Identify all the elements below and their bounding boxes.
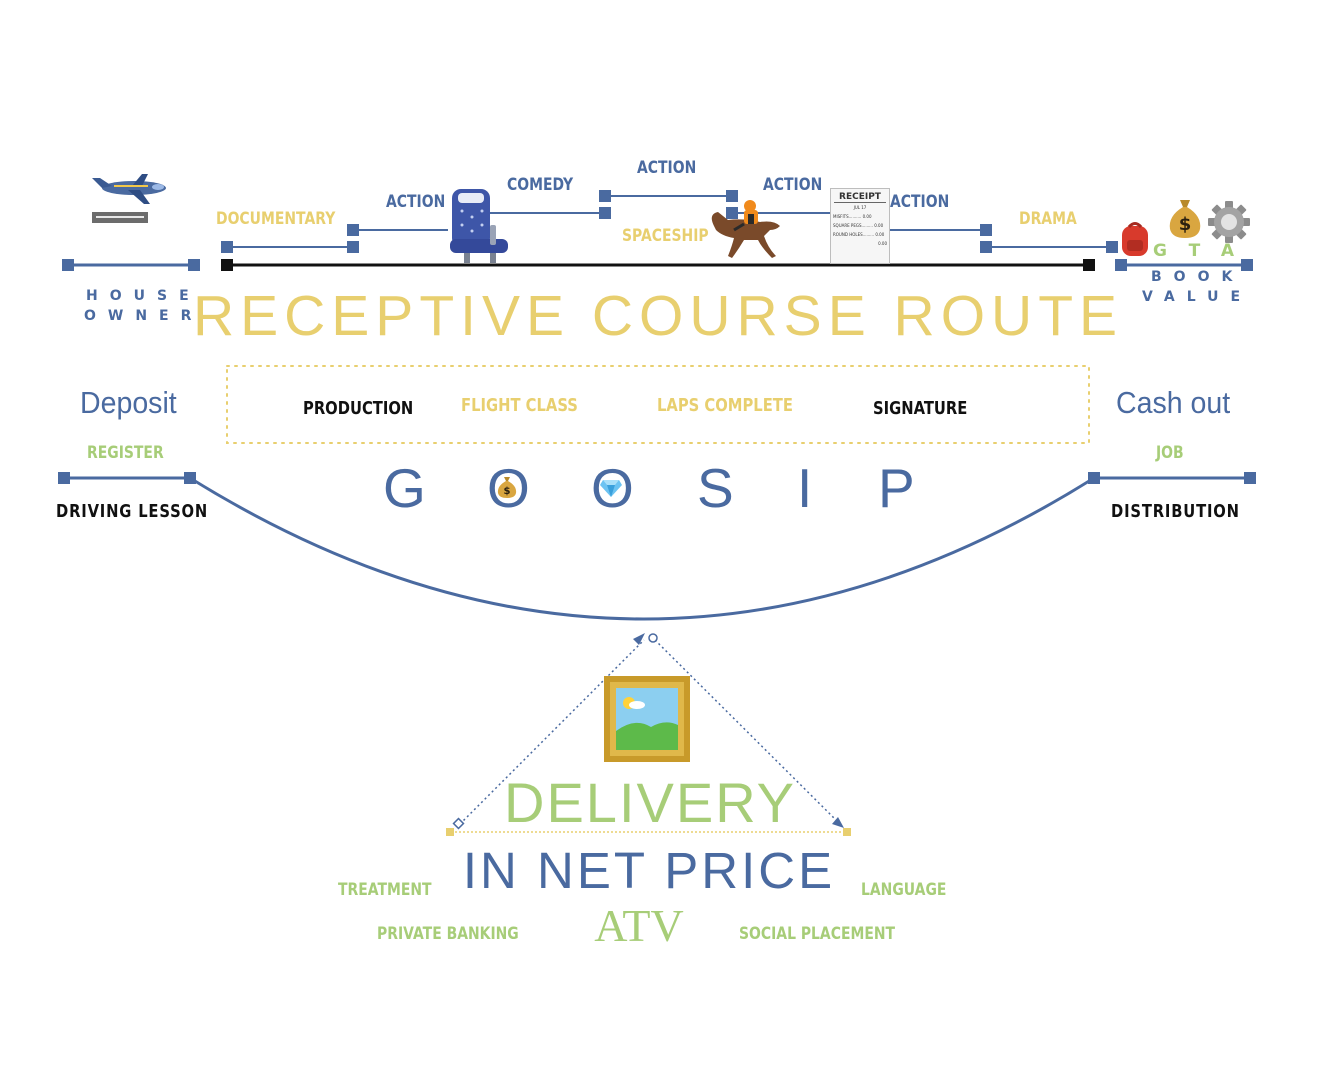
receipt-date: JUL 17 — [853, 205, 867, 210]
svg-text:$: $ — [1179, 214, 1192, 235]
step-label-action-1: ACTION — [386, 192, 446, 212]
delivery-triangle — [446, 633, 851, 836]
spaceship-label: SPACESHIP — [622, 226, 709, 246]
receipt-line-4: 0.00 — [878, 241, 887, 246]
step-connector-drama — [980, 241, 1118, 253]
middle-dotted-box — [226, 365, 1090, 444]
seat-icon — [450, 189, 508, 263]
step-label-action-4: ACTION — [890, 192, 950, 212]
receipt-line-1: MISFITS.......... 0.00 — [833, 214, 872, 219]
deposit-title: Deposit — [80, 385, 177, 420]
step-label-documentary: DOCUMENTARY — [216, 209, 336, 229]
receipt-heading: RECEIPT — [834, 192, 886, 203]
private-banking-label: PRIVATE BANKING — [377, 924, 519, 944]
airplane-icon — [92, 174, 166, 223]
box-item-flight-class: FLIGHT CLASS — [461, 395, 578, 416]
goosip-money-bag-icon: $ — [497, 477, 517, 498]
job-label: JOB — [1156, 443, 1184, 463]
distribution-label: DISTRIBUTION — [1111, 501, 1240, 522]
goosip-gem-icon — [600, 480, 622, 497]
step-label-action-2: ACTION — [637, 158, 697, 178]
box-item-signature: SIGNATURE — [873, 398, 968, 419]
goosip-letter-p: P — [878, 457, 915, 519]
right-side-connector — [1088, 472, 1256, 484]
horse-racing-icon — [711, 200, 780, 258]
backpack-icon — [1122, 222, 1148, 256]
in-net-price-title: IN NET PRICE — [462, 842, 836, 899]
driving-lesson-label: DRIVING LESSON — [56, 501, 209, 522]
gear-icon — [1208, 201, 1250, 243]
main-route-line — [221, 259, 1095, 271]
step-connector-action-1 — [347, 224, 448, 236]
bottom-arc — [189, 476, 1095, 621]
language-label: LANGUAGE — [861, 880, 947, 900]
book-value-line-1: BOOK — [1151, 269, 1245, 285]
step-label-drama: DRAMA — [1019, 209, 1077, 229]
money-bag-icon: $ — [1169, 200, 1201, 238]
step-connector-documentary — [221, 241, 359, 253]
goosip-letter-i: I — [797, 457, 813, 519]
atv-label: ATV — [594, 900, 684, 951]
goosip-letter-s: S — [697, 457, 734, 519]
step-connector-action-2 — [599, 190, 738, 202]
step-connector-comedy — [488, 207, 611, 219]
treatment-label: TREATMENT — [338, 880, 432, 900]
receipt-line-2: SQUARE PEGS......... 0.00 — [833, 223, 884, 228]
book-value-connector — [1115, 259, 1253, 271]
social-placement-label: SOCIAL PLACEMENT — [739, 924, 896, 944]
house-owner-line-2: OWNER — [84, 308, 204, 324]
framed-picture-icon — [604, 676, 690, 762]
step-connector-action-4 — [888, 224, 992, 236]
receipt-line-3: ROUND HOLES......... 0.00 — [833, 232, 885, 237]
goosip-letter-g: G — [383, 457, 426, 519]
receipt-icon: RECEIPT JUL 17 MISFITS.......... 0.00 SQ… — [830, 188, 890, 264]
svg-text:$: $ — [504, 486, 511, 497]
gta-label: GTA — [1153, 241, 1257, 261]
house-owner-line-1: HOUSE — [86, 288, 201, 304]
cash-out-title: Cash out — [1116, 385, 1231, 420]
route-title: RECEPTIVE COURSE ROUTE — [192, 284, 1124, 348]
step-label-action-3: ACTION — [763, 175, 823, 195]
book-value-line-2: VALUE — [1142, 289, 1253, 305]
box-item-production: PRODUCTION — [303, 398, 414, 419]
house-owner-connector — [62, 259, 200, 271]
left-side-connector — [58, 472, 196, 484]
register-label: REGISTER — [87, 443, 164, 463]
step-label-comedy: COMEDY — [507, 175, 574, 195]
delivery-title: DELIVERY — [504, 771, 796, 834]
box-item-laps-complete: LAPS COMPLETE — [657, 395, 793, 416]
